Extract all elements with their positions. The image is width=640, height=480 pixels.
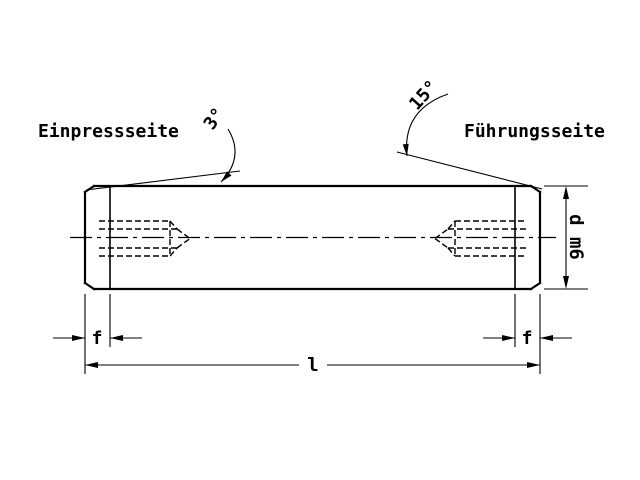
press-side-label: Einpressseite [38, 121, 179, 142]
guide-side-label: Führungsseite [464, 121, 605, 142]
arrowhead-icon [221, 171, 232, 182]
dimension-chamfer-left: f [53, 294, 142, 374]
diameter-label: d m6 [565, 214, 587, 260]
dimension-diameter: d m6 [544, 185, 588, 290]
arrowhead-icon [540, 335, 553, 341]
press-angle-label: 3° [200, 104, 230, 134]
arrowhead-icon [85, 362, 98, 368]
arrowhead-icon [72, 335, 85, 341]
internal-thread-left [99, 220, 191, 257]
arrowhead-icon [563, 276, 569, 289]
chamfer-line-right [396, 151, 543, 190]
pin-left-face [83, 184, 96, 291]
arrowhead-icon [402, 143, 409, 156]
internal-thread-right [434, 220, 526, 257]
hidden-lines-right [434, 220, 526, 257]
dimension-length: l [85, 354, 540, 376]
arrowhead-icon [527, 362, 540, 368]
taper-line-left [85, 170, 241, 191]
angle-annotation-press-side: 3° [85, 104, 241, 191]
arrowhead-icon [502, 335, 515, 341]
length-label: l [307, 354, 318, 376]
hidden-lines-left [99, 220, 191, 257]
chamfer-left-label: f [92, 328, 103, 349]
dimension-chamfer-right: f [483, 294, 572, 374]
chamfer-right-label: f [522, 328, 533, 349]
arrowhead-icon [110, 335, 123, 341]
pin-body [83, 184, 542, 291]
guide-angle-label: 15° [405, 76, 442, 114]
arrowhead-icon [563, 186, 569, 199]
